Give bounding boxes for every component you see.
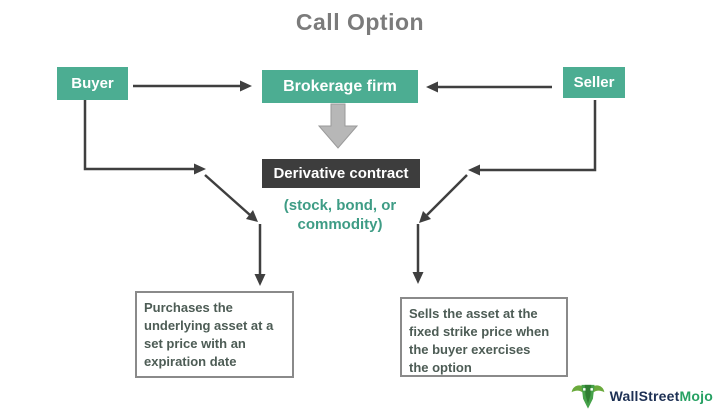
logo-wordmark: WallStreetMojo (610, 388, 713, 404)
diagram-title: Call Option (295, 9, 425, 35)
seller-outcome-box: Sells the asset at the fixed strike pric… (400, 297, 568, 377)
brokerage-firm-node: Brokerage firm (262, 70, 418, 103)
connector-seller-to-sell (412, 100, 597, 284)
wallstreetmojo-logo: WallStreetMojo (570, 379, 713, 412)
buyer-outcome-box: Purchases the underlying asset at a set … (135, 291, 294, 378)
seller-node: Seller (563, 67, 625, 98)
bull-icon (571, 384, 604, 409)
block-arrow-down-icon (317, 103, 359, 149)
logo-brand: WallStreet (609, 387, 680, 404)
buyer-node: Buyer (57, 67, 128, 100)
underlying-asset-note: (stock, bond, or commodity) (283, 197, 397, 233)
derivative-contract-node: Derivative contract (262, 159, 420, 188)
connector-buyer-to-purchase (83, 100, 266, 286)
logo-brand-accent: Mojo (679, 387, 713, 404)
arrow-seller-to-brokerage (426, 81, 552, 93)
arrow-buyer-to-brokerage (133, 80, 252, 92)
